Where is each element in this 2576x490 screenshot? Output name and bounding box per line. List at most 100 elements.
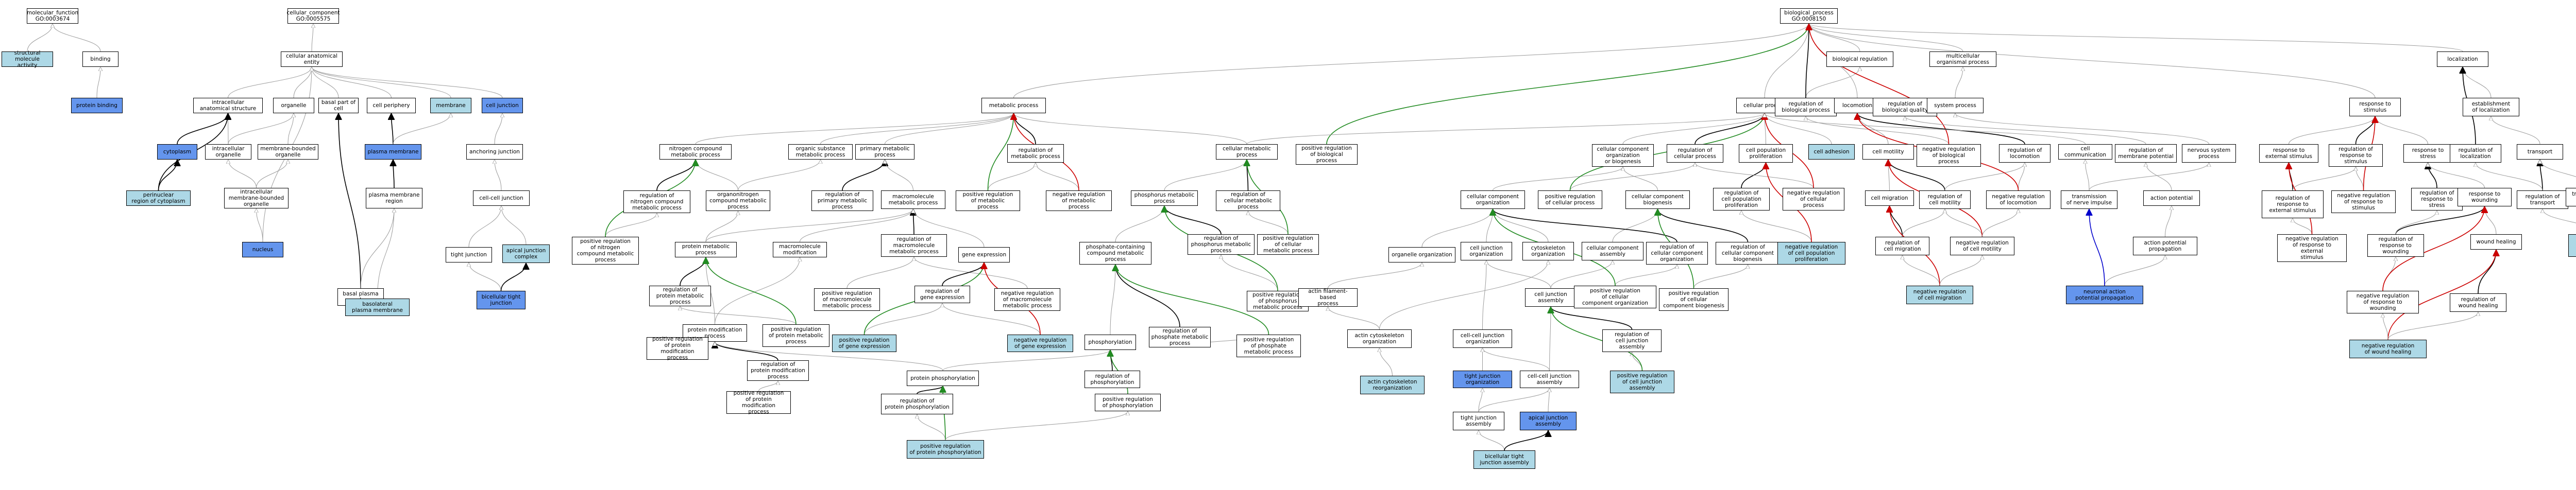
go-term-node-negregrespstim[interactable]: negative regulation of response to stimu… [2331,190,2396,213]
go-term-node-cjorg[interactable]: cell junction organization [1461,242,1512,260]
go-term-node-transnerve[interactable]: transmission of nerve impulse [2061,190,2117,209]
go-term-node-cae[interactable]: cellular anatomical entity [281,51,343,67]
go-term-node-respwound[interactable]: response to wounding [2458,188,2512,206]
go-term-node-regtransport[interactable]: regulation of transport [2517,190,2568,209]
go-term-node-osmp[interactable]: organic substance metabolic process [788,144,853,160]
go-term-node-geneexpr[interactable]: gene expression [958,247,1010,262]
go-term-node-regrespwound[interactable]: regulation of response to wounding [2367,234,2424,257]
go-term-node-bp[interactable]: biological_process GO:0008150 [1780,8,1838,24]
go-term-node-phosmp[interactable]: phosphorus metabolic process [1131,190,1198,206]
go-term-node-actinfil[interactable]: actin filament-based process [1298,288,1358,307]
go-term-node-regphosmp[interactable]: regulation of phosphorus metabolic proce… [1188,234,1255,255]
go-term-node-regncmp[interactable]: regulation of nitrogen compound metaboli… [623,190,690,213]
go-term-node-cytoplasm[interactable]: cytoplasm [157,144,197,160]
go-term-node-cellperiph[interactable]: cell periphery [367,98,416,113]
go-term-node-celljunction[interactable]: cell junction [482,98,523,113]
go-term-node-regge[interactable]: regulation of gene expression [914,286,970,303]
go-term-node-regccbio[interactable]: regulation of cellular component biogene… [1716,242,1780,265]
go-term-node-regmacromp[interactable]: regulation of macromolecule metabolic pr… [881,234,947,257]
go-term-node-ccbio[interactable]: cellular component biogenesis [1625,190,1690,209]
go-term-node-posregge[interactable]: positive regulation of gene expression [832,335,896,352]
go-term-node-cellmot[interactable]: cell motility [1862,144,1914,160]
go-term-node-posregphoscmp[interactable]: positive regulation of phosphate metabol… [1236,335,1301,357]
go-term-node-apicalasm[interactable]: apical junction assembly [1520,412,1577,430]
go-term-node-bitjasm[interactable]: bicellular tight junction assembly [1473,450,1535,469]
go-term-node-regprotmp[interactable]: regulation of protein metabolic process [649,286,711,306]
go-term-node-phoscmp[interactable]: phosphate-containing compound metabolic … [1079,242,1151,265]
go-term-node-orgcmp[interactable]: organonitrogen compound metabolic proces… [706,190,770,211]
go-term-node-posregmp[interactable]: positive regulation of metabolic process [956,190,1020,211]
go-term-node-mbo[interactable]: membrane-bounded organelle [258,144,318,160]
go-term-node-regrespstress[interactable]: regulation of response to stress [2411,188,2463,211]
go-term-node-regrespext[interactable]: regulation of response to external stimu… [2262,190,2324,218]
go-term-node-protphos[interactable]: protein phosphorylation [907,371,979,386]
go-term-node-actincyto[interactable]: actin cytoskeleton organization [1347,329,1412,348]
go-term-node-cc[interactable]: cellular_component GO:0005575 [286,8,340,24]
go-term-node-regrespstim[interactable]: regulation of response to stimulus [2329,144,2383,167]
go-term-node-respext[interactable]: response to external stimulus [2259,144,2318,163]
go-term-node-actinreorg[interactable]: actin cytoskeleton reorganization [1360,376,1425,394]
go-term-node-regloco[interactable]: regulation of locomotion [1999,144,2050,163]
go-term-node-regprotmod[interactable]: regulation of protein modification proce… [747,360,809,381]
go-term-node-sysproc[interactable]: system process [1927,98,1984,113]
go-term-node-posregccbio[interactable]: positive regulation of cellular componen… [1659,288,1728,311]
go-term-node-pmp[interactable]: primary metabolic process [855,144,914,160]
go-term-node-posregphos[interactable]: positive regulation of phosphorylation [1095,394,1161,411]
go-term-node-protbind[interactable]: protein binding [71,98,123,113]
go-term-node-tjorg[interactable]: tight junction organization [1453,371,1512,388]
go-term-node-regphoscmp[interactable]: regulation of phosphate metabolic proces… [1149,327,1211,347]
go-term-node-localization[interactable]: localization [2437,51,2488,67]
go-term-node-cytoorg[interactable]: cytoskeleton organization [1522,242,1574,260]
go-term-node-neuronprop[interactable]: neuronal action potential propagation [2066,286,2143,304]
go-term-node-posregprotphos[interactable]: positive regulation of protein phosphory… [907,440,984,459]
go-term-node-regcellmig[interactable]: regulation of cell migration [1875,237,1929,255]
go-term-node-cellprolif[interactable]: cell population proliferation [1739,144,1793,163]
go-term-node-regbp[interactable]: regulation of biological process [1775,98,1837,116]
go-term-node-transepi[interactable]: transepithelial transport [2566,188,2576,206]
go-term-node-apicalj[interactable]: apical junction complex [502,244,550,263]
go-term-node-tjasm[interactable]: tight junction assembly [1453,412,1504,430]
go-term-node-negregloco[interactable]: negative regulation of locomotion [1986,190,2050,209]
go-term-node-plasmamem[interactable]: plasma membrane [365,144,421,160]
go-term-node-basolat[interactable]: basolateral plasma membrane [345,299,410,316]
go-term-node-estloc[interactable]: establishment of localization [2463,98,2519,116]
go-term-node-regcellprolif[interactable]: regulation of cell population proliferat… [1713,188,1770,211]
go-term-node-posregcjasm[interactable]: positive regulation of cell junction ass… [1610,371,1674,393]
go-term-node-perinuc[interactable]: perinuclear region of cytoplasm [126,190,191,206]
go-term-node-intraorg[interactable]: intracellular organelle [205,144,251,160]
go-term-node-regtransepi[interactable]: regulation of transepithelial transport [2568,234,2576,257]
go-term-node-anchjunc[interactable]: anchoring junction [466,144,523,160]
go-term-node-multiorg[interactable]: multicellular organismal process [1929,51,1996,67]
go-term-node-ccob[interactable]: cellular component organization or bioge… [1592,144,1654,167]
go-term-node-posregccorg[interactable]: positive regulation of cellular componen… [1574,286,1656,308]
go-term-node-negregcellmot[interactable]: negative regulation of cell motility [1950,237,2014,255]
go-term-node-cjasm[interactable]: cell junction assembly [1525,288,1577,307]
go-term-node-posregcmp[interactable]: positive regulation of cellular metaboli… [1257,234,1319,255]
go-term-node-ccorg[interactable]: cellular component organization [1461,190,1525,209]
go-term-node-negregge[interactable]: negative regulation of gene expression [1007,335,1073,352]
go-term-node-organelle[interactable]: organelle [273,98,314,113]
go-term-node-cellcell[interactable]: cell-cell junction [473,190,530,206]
go-term-node-pmr[interactable]: plasma membrane region [366,188,422,208]
go-term-node-negregbp[interactable]: negative regulation of biological proces… [1917,144,1981,167]
go-term-node-negregcellmig[interactable]: negative regulation of cell migration [1906,286,1973,304]
go-term-node-regpmp[interactable]: regulation of primary metabolic process [811,190,873,211]
go-term-node-nervsys[interactable]: nervous system process [2182,144,2236,163]
go-term-node-negregrespwound[interactable]: negative regulation of response to wound… [2347,291,2419,313]
go-term-node-membrane[interactable]: membrane [430,98,471,113]
go-term-node-smam[interactable]: structural molecule activity [2,50,53,68]
go-term-node-negregmacromp[interactable]: negative regulation of macromolecule met… [994,288,1060,311]
go-term-node-binding[interactable]: binding [82,51,118,67]
go-term-node-nucleus[interactable]: nucleus [242,242,283,257]
go-term-node-celladh[interactable]: cell adhesion [1808,144,1855,160]
go-term-node-negregrespext[interactable]: negative regulation of response to exter… [2277,234,2347,262]
go-term-node-regphos[interactable]: regulation of phosphorylation [1084,371,1140,388]
go-term-node-cellcellj[interactable]: cell-cell junction organization [1453,329,1512,348]
go-term-node-regcp[interactable]: regulation of cellular process [1667,144,1723,163]
go-term-node-regwoundheal[interactable]: regulation of wound healing [2450,293,2506,312]
go-term-node-basalpart[interactable]: basal part of cell [318,98,359,113]
go-term-node-ncmp[interactable]: nitrogen compound metabolic process [659,144,732,160]
go-term-node-regprotphos[interactable]: regulation of protein phosphorylation [881,394,953,414]
go-term-node-woundheal[interactable]: wound healing [2470,234,2522,250]
go-term-node-respstress[interactable]: response to stress [2403,144,2452,163]
